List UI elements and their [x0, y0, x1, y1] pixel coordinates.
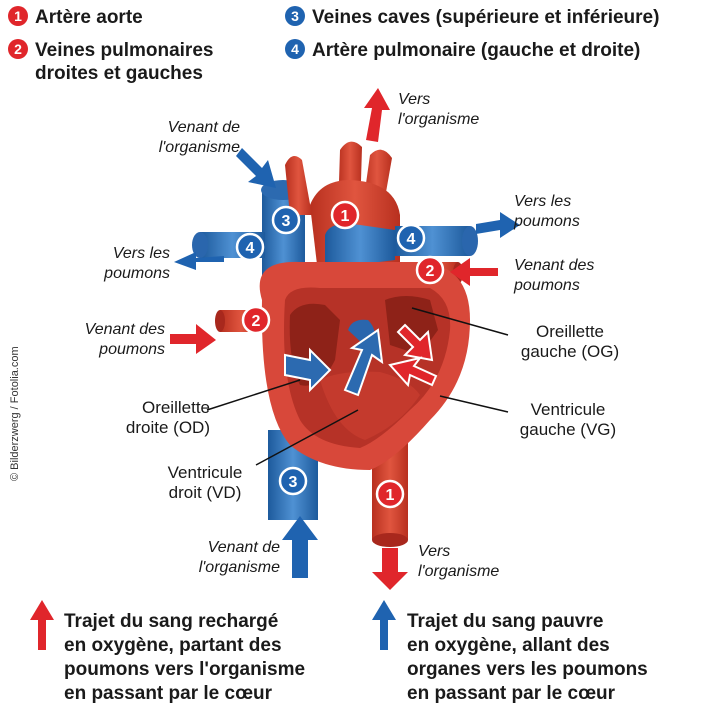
diagram-marker-1-top-text: 1: [341, 208, 350, 225]
credit: © Bilderzwerg / Fotolia.com: [9, 371, 21, 481]
legend-blue-path: Trajet du sang pauvre en oxygène, allant…: [407, 610, 648, 706]
diagram-marker-3-top-text: 3: [282, 213, 291, 230]
diagram-marker-1-bottom-text: 1: [386, 487, 395, 504]
diagram-marker-3-bottom: 3: [280, 468, 306, 494]
label-vers-poumons-right: Vers les poumons: [514, 192, 580, 232]
diagram-marker-2-right-text: 2: [426, 263, 435, 280]
diagram-marker-1-bottom: 1: [377, 481, 403, 507]
label-ventricule-gauche: Ventricule gauche (VG): [508, 400, 628, 440]
diagram-marker-4-left: 4: [237, 234, 263, 260]
arrow-venant-poumons-left: [170, 324, 216, 354]
legend-arrow-blue: [372, 600, 396, 650]
arrow-vers-organisme-bottom: [372, 548, 408, 590]
leader-vg: [440, 396, 508, 412]
diagram-marker-4-left-text: 4: [246, 240, 255, 257]
label-vers-organisme-bottom: Vers l'organisme: [418, 542, 499, 582]
label-venant-poumons-right: Venant des poumons: [514, 256, 594, 296]
arrow-venant-organisme-bottom: [282, 516, 318, 578]
arrow-venant-organisme-top: [236, 148, 276, 188]
legend-arrow-red: [30, 600, 54, 650]
diagram-marker-4-right-text: 4: [407, 231, 416, 248]
diagram-marker-1-top: 1: [332, 202, 358, 228]
label-oreillette-gauche: Oreillette gauche (OG): [510, 322, 630, 362]
diagram-marker-3-top: 3: [273, 207, 299, 233]
diagram-marker-2-right: 2: [417, 257, 443, 283]
label-venant-poumons-left: Venant des poumons: [55, 320, 165, 360]
arrow-vers-organisme-top: [364, 88, 390, 142]
diagram-marker-4-right: 4: [398, 225, 424, 251]
diagram-marker-2-left-text: 2: [252, 313, 261, 330]
label-vers-poumons-left: Vers les poumons: [80, 244, 170, 284]
legend-red-path: Trajet du sang rechargé en oxygène, part…: [64, 610, 305, 706]
label-vers-organisme-top: Vers l'organisme: [398, 90, 479, 130]
label-venant-organisme-top: Venant de l'organisme: [135, 118, 240, 158]
label-oreillette-droite: Oreillette droite (OD): [100, 398, 210, 438]
label-ventricule-droit: Ventricule droit (VD): [150, 463, 260, 503]
label-venant-organisme-bottom: Venant de l'organisme: [170, 538, 280, 578]
diagram-marker-2-left: 2: [243, 307, 269, 333]
diagram-marker-3-bottom-text: 3: [289, 474, 298, 491]
